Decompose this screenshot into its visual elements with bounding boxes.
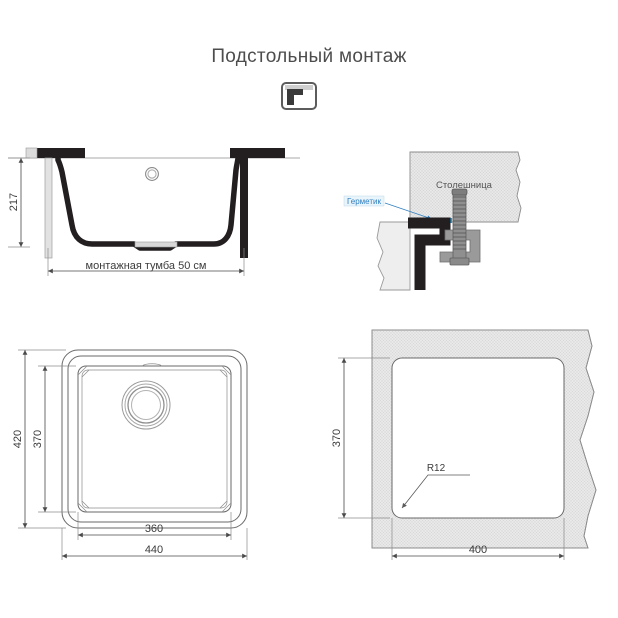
front-section-view: 217 монтажная тумба 50 см (8, 147, 300, 276)
dim-cabinet-label: монтажная тумба 50 см (86, 260, 207, 272)
sink-top-view: 420 370 360 440 (12, 349, 248, 560)
dim-cutout-width-400: 400 (469, 544, 487, 556)
dim-height-217: 217 (8, 193, 20, 211)
dim-outer-width-440: 440 (145, 544, 163, 556)
undermount-corner-icon (281, 82, 317, 110)
icon-corner-horizontal (287, 89, 303, 95)
icon-top-strip (285, 85, 313, 90)
label-countertop: Столешница (436, 180, 493, 191)
dim-inner-width-360: 360 (145, 523, 163, 535)
dim-inner-height-370: 370 (32, 430, 44, 448)
label-sealant: Герметик (347, 197, 382, 206)
dim-corner-radius-r12: R12 (427, 463, 446, 474)
icon-corner-vertical (287, 89, 294, 105)
page-title: Подстольный монтаж (211, 46, 407, 67)
cutout-template-view: 370 400 R12 (331, 329, 597, 560)
dim-cutout-height-370: 370 (331, 429, 343, 447)
clamp-detail-view: Столешница Герметик (343, 151, 522, 291)
dim-outer-height-420: 420 (12, 430, 24, 448)
